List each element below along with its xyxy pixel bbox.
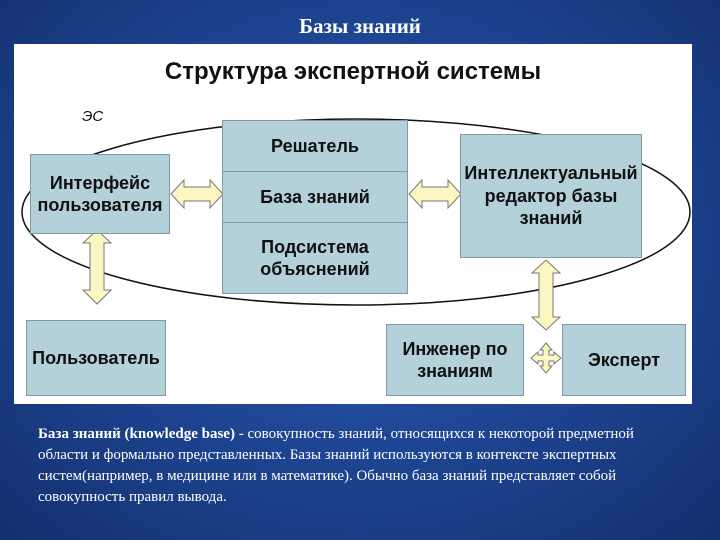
diagram-panel: Структура экспертной системы ЭС Интерфей… [14,44,692,404]
es-label: ЭС [82,108,104,125]
user-block: Пользователь [26,320,166,396]
solver-block: Решатель [222,120,408,172]
es-boundary-ellipse [21,118,691,306]
slide-title: Базы знаний [299,14,421,38]
interface-block: Интерфейс пользователя [30,154,170,234]
description-paragraph: База знаний (knowledge base) - совокупно… [38,424,678,508]
arrow-interface-user [81,229,113,305]
arrow-interface-solver [170,178,224,210]
explanation-block: Подсистема объяснений [222,222,408,294]
description-body: - совокупность знаний, относящихся к нек… [38,426,634,505]
arrow-editor-engineer [530,259,562,331]
diagram-title: Структура экспертной системы [164,58,542,85]
arrow-solver-editor [408,178,462,210]
expert-block: Эксперт [562,324,686,396]
description-term: База знаний (knowledge base) [38,426,235,442]
knowledge-base-block: База знаний [222,171,408,223]
arrow-engineer-expert [530,342,562,374]
engineer-block: Инженер по знаниям [386,324,524,396]
diagram-canvas [21,118,691,374]
editor-block: Интеллектуальный редактор базы знаний [460,134,642,258]
